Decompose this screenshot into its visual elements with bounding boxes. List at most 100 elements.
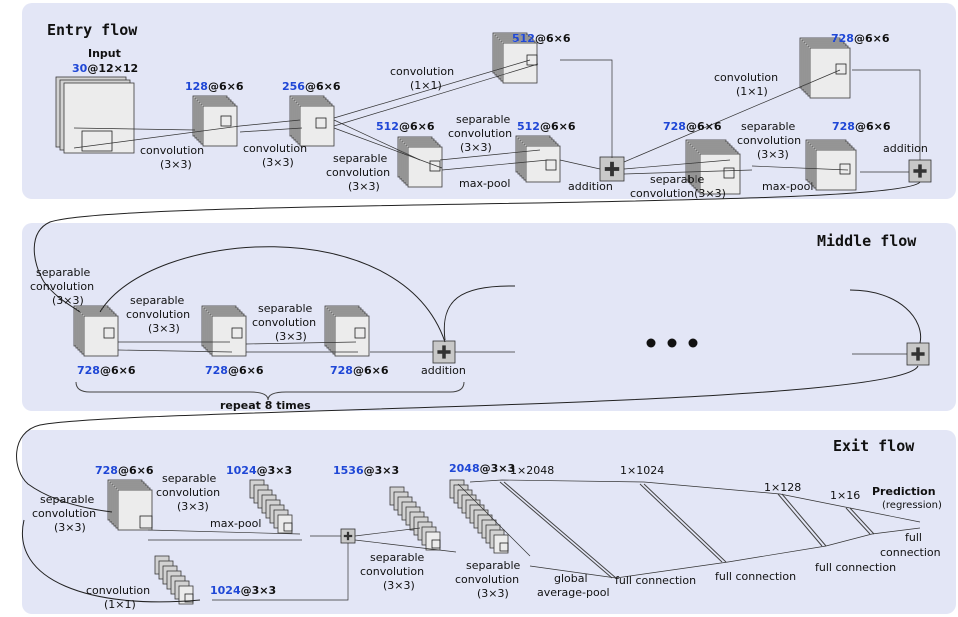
e-b6-label: 728@6×6 — [831, 32, 890, 45]
m-sep-c-2: convolution — [252, 316, 316, 329]
m-b1-stack — [73, 305, 119, 357]
e-b3-stack-kernel — [526, 54, 538, 66]
x-c6 — [354, 539, 457, 553]
e-b5-label: 512@6×6 — [517, 120, 576, 133]
e-c1 — [73, 127, 196, 131]
e-c16 — [751, 165, 849, 171]
e-c9 — [439, 149, 541, 161]
x-prediction: Prediction — [872, 485, 936, 498]
e-sep-a-3: (3×3) — [348, 180, 380, 193]
x-sep-c-2: convolution — [360, 565, 424, 578]
e-sep-d-3: (3×3) — [757, 148, 789, 161]
x-fc-bot — [529, 527, 921, 579]
e-sep-d-2: convolution — [737, 134, 801, 147]
e-b4-label: 512@6×6 — [376, 120, 435, 133]
m-b3-stack-kernel — [354, 327, 366, 339]
x-e2-stack-slab — [277, 514, 293, 534]
x-e5-stack-kernel — [184, 593, 194, 603]
flow-entry-to-middle — [33, 181, 921, 313]
m-addition: addition — [421, 364, 466, 377]
e-conv11-a-1: convolution — [390, 65, 454, 78]
e-b2-stack-kernel — [315, 117, 327, 129]
m-b1-stack-slab — [83, 315, 119, 357]
x-e3-label: 1536@3×3 — [333, 464, 399, 477]
x-sep-c-1: separable — [370, 551, 425, 564]
x-sep-b-3: (3×3) — [177, 500, 209, 513]
x-sep-c-3: (3×3) — [383, 579, 415, 592]
e-c7 — [333, 119, 421, 161]
e-c11 — [560, 59, 613, 158]
e-add-b-node — [908, 159, 932, 183]
e-c6 — [333, 63, 539, 127]
x-fc-top — [469, 479, 921, 523]
x-e3-stack — [389, 486, 441, 551]
x-fc-16: 1×16 — [830, 489, 860, 502]
e-conv33-b-1: convolution — [243, 142, 307, 155]
e-addition-b: addition — [883, 142, 928, 155]
input-dims: @12×12 — [87, 62, 138, 75]
x-conv11-1: convolution — [86, 584, 150, 597]
e-addition-a: addition — [568, 180, 613, 193]
e-b1-label: 128@6×6 — [185, 80, 244, 93]
x-e3-stack-kernel — [431, 539, 441, 549]
e-b4-stack-kernel — [429, 160, 441, 172]
e-b8-stack-kernel — [839, 163, 851, 175]
e-c17 — [852, 69, 921, 160]
x-e2-label: 1024@3×3 — [226, 464, 292, 477]
e-b6-stack — [799, 37, 851, 99]
x-full-conn-d1: full — [905, 531, 922, 544]
e-b1-stack-slab — [202, 105, 238, 147]
x-e2-stack — [249, 479, 293, 534]
entry-flow-panel — [22, 3, 956, 199]
m-skip-left — [99, 246, 446, 343]
x-sep-b-2: convolution — [156, 486, 220, 499]
x-c4 — [212, 543, 349, 601]
input-stack-kernel — [81, 130, 113, 152]
e-sep-b-2: convolution — [448, 127, 512, 140]
m-b3-stack — [324, 305, 370, 357]
m-b2-label: 728@6×6 — [205, 364, 264, 377]
e-c14 — [623, 69, 841, 163]
x-gap-2: average-pool — [537, 586, 610, 599]
x-e1-stack-kernel — [139, 515, 153, 529]
x-sep-d-3: (3×3) — [477, 587, 509, 600]
e-b3-label: 512@6×6 — [512, 32, 571, 45]
repeat-brace — [75, 381, 465, 401]
e-sep-c-2: convolution(3×3) — [630, 187, 726, 200]
x-sep-b-1: separable — [162, 472, 217, 485]
m-sep-c-3: (3×3) — [275, 330, 307, 343]
x-full-conn-a: full connection — [615, 574, 696, 587]
e-b1-stack-kernel — [220, 115, 232, 127]
m-c3 — [245, 341, 357, 345]
e-conv11-b-2: (1×1) — [736, 85, 768, 98]
fc-bar-128 — [777, 493, 827, 547]
ellipsis-dot-3 — [688, 338, 698, 348]
e-maxpool-a: max-pool — [459, 177, 510, 190]
e-b4-stack — [397, 136, 443, 188]
e-b6-stack-slab — [809, 47, 851, 99]
x-c7 — [457, 483, 531, 557]
e-c2 — [73, 125, 241, 149]
e-sep-d-1: separable — [741, 120, 796, 133]
e-b8-stack — [805, 139, 857, 191]
x-e5-label: 1024@3×3 — [210, 584, 276, 597]
e-sep-c-1: separable — [650, 173, 705, 186]
e-c12 — [559, 159, 601, 170]
input-shape-label: 30@12×12 — [72, 62, 138, 75]
m-add-end-node — [906, 342, 930, 366]
e-sep-a-2: convolution — [326, 166, 390, 179]
m-c2 — [117, 349, 233, 353]
x-e4-stack-slab — [493, 534, 509, 554]
e-b2-stack-slab — [299, 105, 335, 147]
e-conv33-a-1: convolution — [140, 144, 204, 157]
ellipsis-dot-2 — [667, 338, 677, 348]
e-b7-label: 728@6×6 — [663, 120, 722, 133]
x-e4-stack-kernel — [499, 542, 509, 552]
m-b2-stack-slab — [211, 315, 247, 357]
e-sep-a-1: separable — [333, 152, 388, 165]
m-skip-right — [849, 289, 922, 344]
x-fc-2048: 1×2048 — [510, 464, 554, 477]
e-sep-b-3: (3×3) — [460, 141, 492, 154]
m-sep-a-3: (3×3) — [52, 294, 84, 307]
e-c13 — [623, 159, 731, 170]
